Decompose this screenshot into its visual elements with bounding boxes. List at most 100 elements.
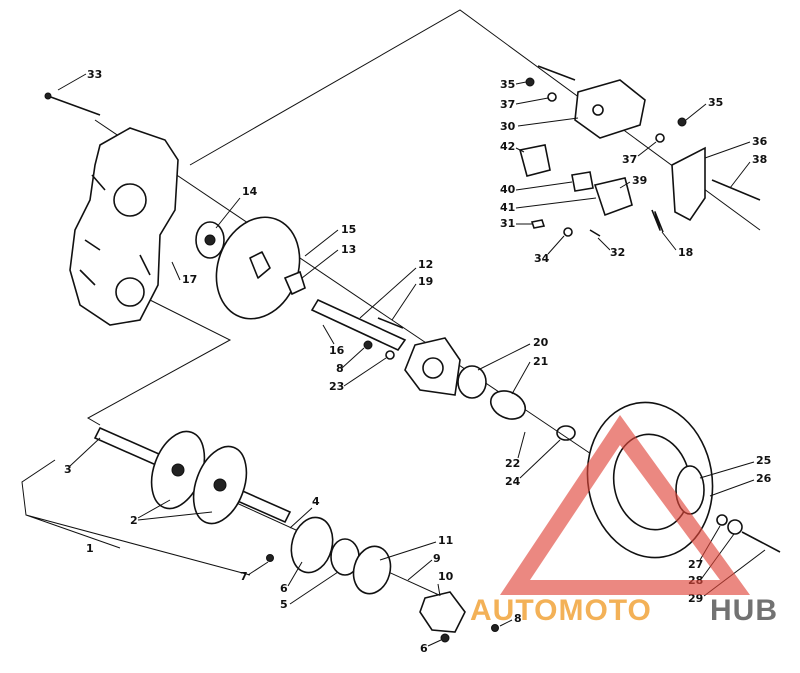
tensioner-arm-41 <box>593 177 633 217</box>
bolt-38 <box>711 179 761 201</box>
callout-34: 34 <box>534 252 550 265</box>
sprocket-1-center <box>171 463 185 477</box>
callout-32: 32 <box>610 246 625 259</box>
callout-6a: 6 <box>280 582 288 595</box>
nut-35-left <box>525 77 535 87</box>
jackshaft <box>310 298 407 352</box>
key-19 <box>377 317 404 329</box>
nut-10 <box>491 624 499 632</box>
housing-9 <box>419 591 466 633</box>
callout-26: 26 <box>756 472 772 485</box>
flange-6 <box>290 516 334 574</box>
watermark-triangle <box>500 415 750 595</box>
nut-8-lower <box>440 633 450 643</box>
flange-21 <box>489 390 527 420</box>
bolt-33 <box>47 95 101 116</box>
callout-29: 29 <box>688 592 703 605</box>
nut-7 <box>266 554 274 562</box>
callout-8: 8 <box>336 362 344 375</box>
callout-18: 18 <box>678 246 693 259</box>
callout-16: 16 <box>329 344 345 357</box>
block-40 <box>571 171 594 192</box>
pin-32 <box>589 229 601 237</box>
callout-19: 19 <box>418 275 433 288</box>
callout-8b: 6 <box>420 642 428 655</box>
callout-37b: 37 <box>622 153 637 166</box>
washer-27 <box>716 514 728 526</box>
callout-39: 39 <box>632 174 647 187</box>
callout-27: 27 <box>688 558 703 571</box>
callout-17: 17 <box>182 273 197 286</box>
pin-31 <box>530 219 546 229</box>
callout-6b: 11 <box>438 534 453 547</box>
washer-24 <box>556 425 576 441</box>
callout-13: 13 <box>341 243 356 256</box>
callout-41: 41 <box>500 201 515 214</box>
bearing-plate-bore <box>422 357 444 379</box>
callout-25: 25 <box>756 454 771 467</box>
gear-case-ribs <box>79 174 151 286</box>
callout-3: 3 <box>64 463 72 476</box>
callout-14: 14 <box>242 185 258 198</box>
spacer-37-right <box>655 133 665 143</box>
bracket-1 <box>21 459 251 576</box>
callout-22: 22 <box>505 457 520 470</box>
bearing-plate <box>404 337 461 396</box>
callout-4: 4 <box>312 495 320 508</box>
gear-case-bore-upper <box>113 183 147 217</box>
callout-11: 9 <box>433 552 441 565</box>
bearing-flange-14-center <box>204 234 216 246</box>
callout-2: 2 <box>130 514 138 527</box>
watermark-logo: AUTOMOTO HUB <box>470 415 778 627</box>
callout-37a: 37 <box>500 98 515 111</box>
callout-38: 38 <box>752 153 767 166</box>
mount-bracket-30 <box>574 79 646 139</box>
bolt-top <box>537 65 576 81</box>
sprocket-2-center <box>213 478 227 492</box>
callout-1: 1 <box>86 542 94 555</box>
plate-6 <box>352 545 392 595</box>
callout-20: 20 <box>533 336 549 349</box>
callout-7: 7 <box>240 570 248 583</box>
callout-12: 12 <box>418 258 433 271</box>
spacer-37-upper <box>547 92 557 102</box>
gear-case-bore-lower <box>115 277 145 307</box>
callout-21: 21 <box>533 355 548 368</box>
callout-35a: 35 <box>500 78 515 91</box>
block-42 <box>519 144 551 177</box>
callout-group: 33 14 17 15 13 12 19 16 8 23 20 21 22 24… <box>21 68 772 655</box>
assembly-link-line-lower <box>86 294 232 426</box>
watermark-text-hub: HUB <box>710 594 778 627</box>
assembly-link-line <box>189 9 761 231</box>
washer-34 <box>563 227 573 237</box>
callout-10: 8 <box>514 612 522 625</box>
washer-23 <box>385 350 395 360</box>
watermark-text-automoto: AUTOMOTO <box>470 594 652 627</box>
brake-disc-hub <box>249 251 271 279</box>
callout-33: 33 <box>87 68 102 81</box>
gear-case <box>69 127 179 326</box>
plate-36 <box>671 146 706 222</box>
nut-8-upper <box>363 340 373 350</box>
callout-24: 24 <box>505 475 521 488</box>
bearing-20 <box>457 365 487 399</box>
callout-42: 42 <box>500 140 515 153</box>
callout-40: 40 <box>500 183 516 196</box>
callout-35b: 35 <box>708 96 723 109</box>
nut-35-right <box>677 117 687 127</box>
callout-23: 23 <box>329 380 344 393</box>
callout-30: 30 <box>500 120 516 133</box>
spring-18 <box>651 209 664 233</box>
washer-28 <box>727 519 743 535</box>
callout-15: 15 <box>341 223 356 236</box>
bracket-hole <box>592 104 604 116</box>
callout-9: 10 <box>438 570 454 583</box>
bolt-29 <box>741 531 781 553</box>
callout-31: 31 <box>500 217 515 230</box>
hub-13 <box>283 270 306 296</box>
callout-36: 36 <box>752 135 768 148</box>
bolt-33-head <box>44 92 52 100</box>
callout-5: 5 <box>280 598 288 611</box>
